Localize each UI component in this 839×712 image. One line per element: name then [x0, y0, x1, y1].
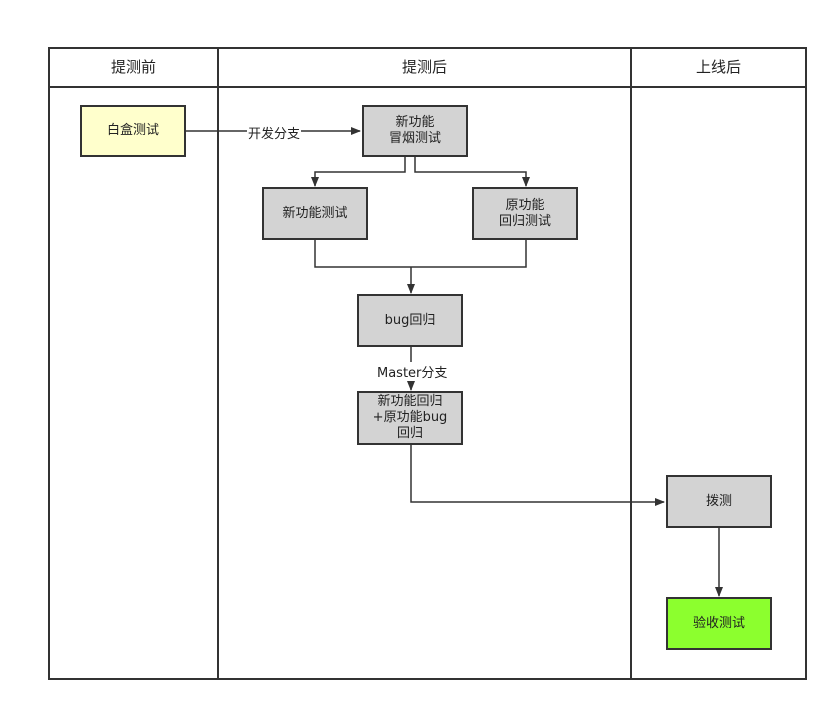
node-dial-test: 拨测: [666, 475, 772, 528]
node-new-feature-test: 新功能测试: [262, 187, 368, 240]
lane-title-after-launch: 上线后: [695, 58, 741, 76]
node-white-box-test: 白盒测试: [80, 105, 186, 157]
edge-smoke-to-oldregression: [414, 157, 530, 187]
edge-label-master-branch: Master分支: [376, 362, 449, 381]
lane-title-before-test: 提测前: [110, 58, 156, 76]
swimlane-frame: [48, 47, 807, 680]
node-bug-regression: bug回归: [357, 294, 463, 347]
edge-combined-to-dialtest: [410, 445, 665, 506]
edge-smoke-to-newtest: [311, 157, 406, 187]
lane-title-after-test: 提测后: [401, 58, 447, 76]
lane-divider-1: [217, 47, 219, 680]
node-acceptance-test: 验收测试: [666, 597, 772, 650]
edge-label-dev-branch: 开发分支: [247, 123, 302, 142]
node-new-feature-smoke-test: 新功能 冒烟测试: [362, 105, 468, 157]
edge-newtest-merge: [314, 240, 527, 268]
node-old-feature-regression: 原功能 回归测试: [472, 187, 578, 240]
node-combined-regression: 新功能回归 +原功能bug 回归: [357, 391, 463, 445]
lane-header-divider: [48, 86, 807, 88]
lane-divider-2: [630, 47, 632, 680]
